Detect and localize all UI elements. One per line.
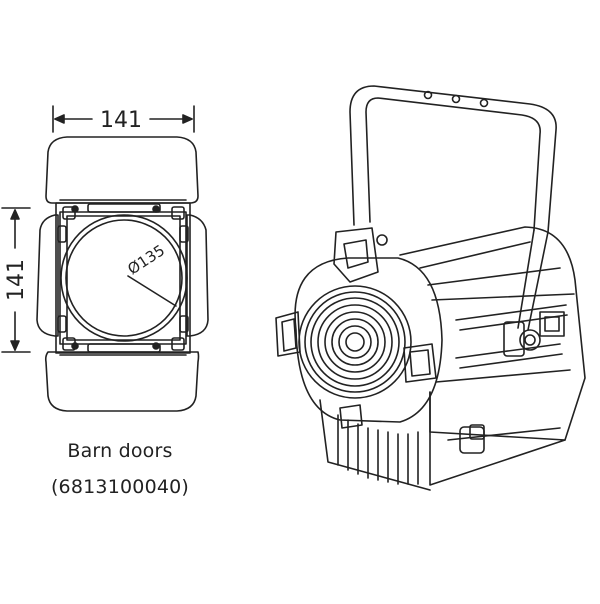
- yoke-hole: [479, 98, 489, 108]
- diameter-label: Ø135: [124, 241, 168, 278]
- tilt-knob: [519, 329, 541, 351]
- safety-latch: [333, 227, 379, 283]
- front-bezel: [294, 257, 443, 423]
- front-clip-left: [275, 311, 301, 357]
- caption-title: Barn doors: [67, 440, 173, 462]
- barn-doors-front-view: Ø135: [36, 136, 209, 412]
- height-dimension: 141: [1, 207, 31, 353]
- width-label: 141: [100, 108, 142, 133]
- height-label: 141: [4, 259, 29, 301]
- cooling-fins: [337, 414, 419, 485]
- front-clip-right: [403, 343, 437, 383]
- fresnel-luminaire: [275, 85, 586, 491]
- fresnel-lens: [304, 291, 406, 393]
- width-dimension: 141: [52, 105, 195, 133]
- vent-row: [455, 304, 568, 369]
- focus-handle: [459, 426, 485, 454]
- housing: [399, 226, 586, 441]
- yoke-hole: [451, 94, 461, 104]
- caption-part-number: (6813100040): [50, 476, 190, 498]
- yoke: [349, 85, 557, 233]
- yoke-hole: [423, 90, 433, 100]
